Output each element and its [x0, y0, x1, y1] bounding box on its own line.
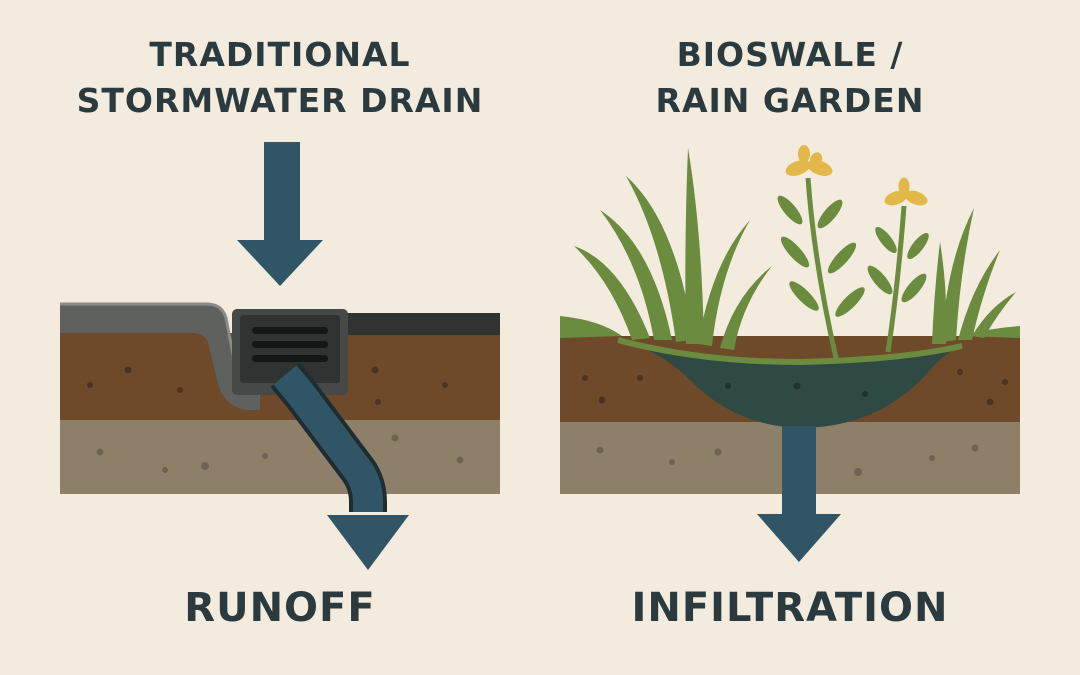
traditional-title-line-2: STORMWATER DRAIN [76, 81, 484, 120]
grass-icon [574, 148, 1016, 350]
bioswale-title-line-2: RAIN GARDEN [655, 81, 925, 120]
runoff-arrow-head [327, 515, 409, 570]
bioswale-title: BIOSWALE / RAIN GARDEN [560, 32, 1020, 124]
left-subsoil-layer [60, 418, 500, 494]
runoff-caption: RUNOFF [184, 585, 376, 631]
drain-grate-icon [252, 327, 328, 362]
pavement-surface [60, 304, 260, 410]
traditional-drain-panel [60, 142, 500, 570]
swale-basin [618, 340, 962, 428]
bioswale-panel [560, 145, 1020, 562]
flower-plant-icon [777, 145, 929, 359]
traditional-drain-title: TRADITIONAL STORMWATER DRAIN [60, 32, 500, 124]
infiltration-caption: INFILTRATION [631, 585, 949, 631]
rain-in-arrow-icon [237, 142, 323, 286]
traditional-title-line-1: TRADITIONAL [149, 35, 411, 74]
infiltration-arrow-icon [757, 426, 841, 562]
pavement-surface-right [346, 313, 500, 335]
bioswale-title-line-1: BIOSWALE / [676, 35, 904, 74]
